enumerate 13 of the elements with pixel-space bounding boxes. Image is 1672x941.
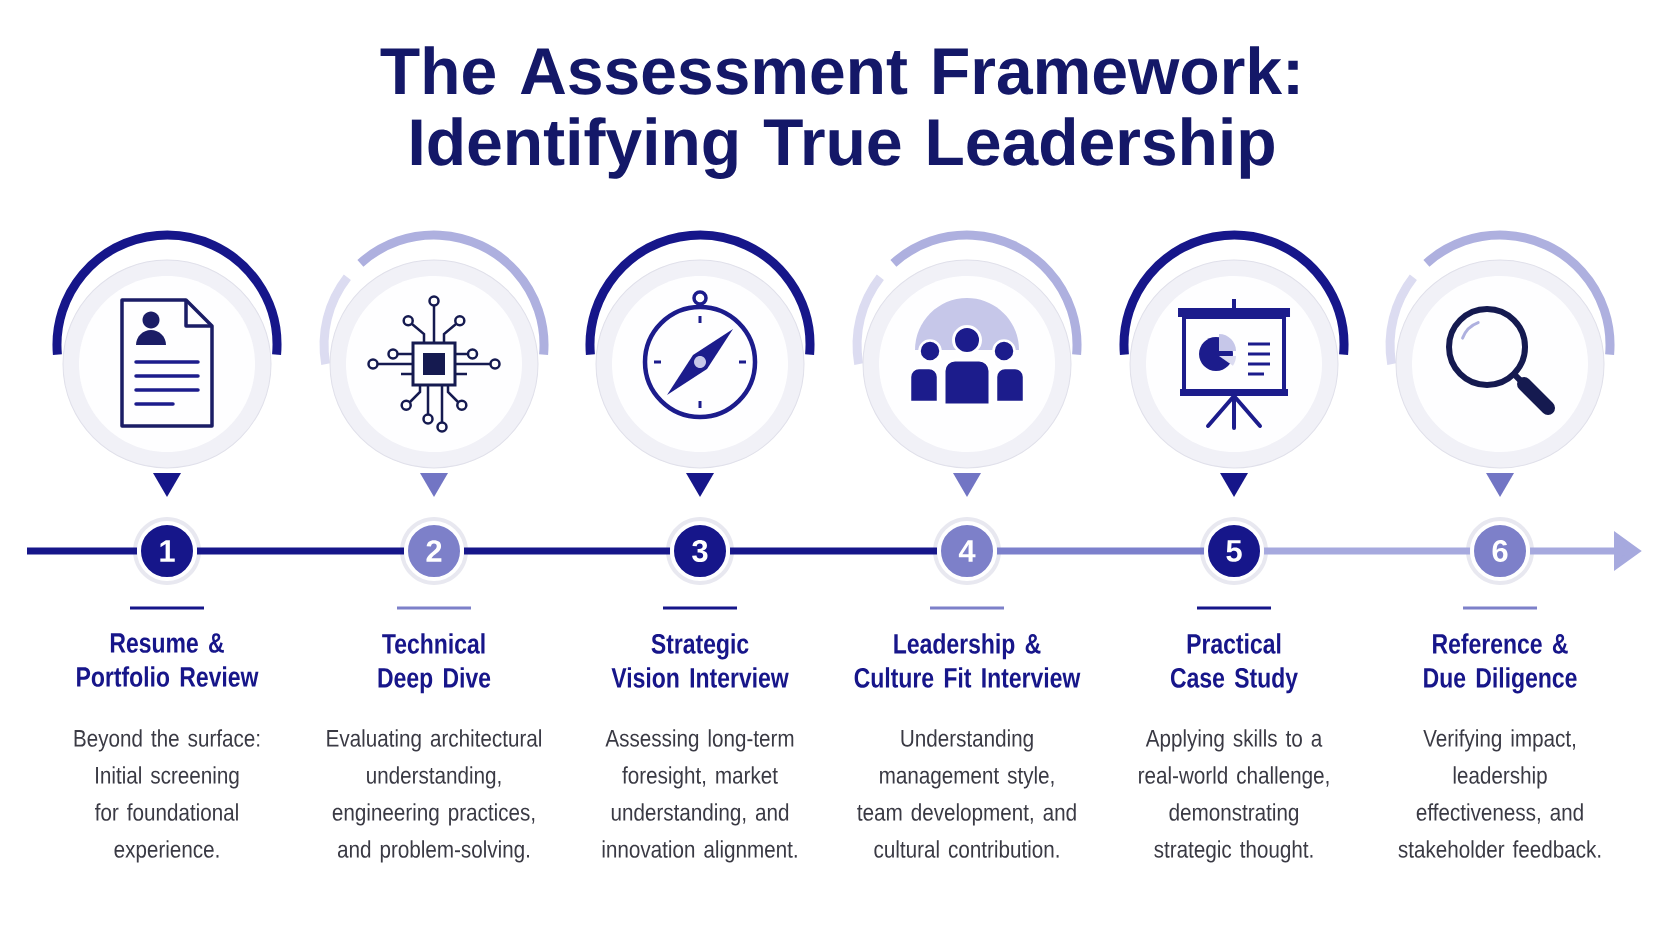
step-description: Applying skills to a real-world challenge, demonstrating strategic thought.: [1139, 729, 1329, 863]
step-title: Strategic Vision Interview: [611, 633, 789, 688]
step-description: Verifying impact, leadership effectiveness, and stakeholder feedback.: [1398, 729, 1601, 858]
step-title: Resume & Portfolio Review: [77, 633, 259, 687]
step-description: Understanding management style, team development, and cultural contribution.: [857, 729, 1076, 858]
step-title: Leadership & Culture Fit Interview: [854, 633, 1081, 688]
step-description: Beyond the surface: Initial screening for foundational experience.: [74, 729, 260, 863]
step-title: Practical Case Study: [1170, 633, 1298, 694]
step-description: Evaluating architectural understanding, engineering practices, and problem-solving.: [327, 729, 541, 863]
title: The Assessment Framework: Identifying True Leadership: [380, 46, 1298, 179]
step-title: Technical Deep Dive: [378, 633, 491, 694]
step-description: Assessing long-term foresight, market understanding, and innovation alignment.: [602, 729, 797, 863]
step-title: Reference & Due Diligence: [1424, 633, 1577, 694]
